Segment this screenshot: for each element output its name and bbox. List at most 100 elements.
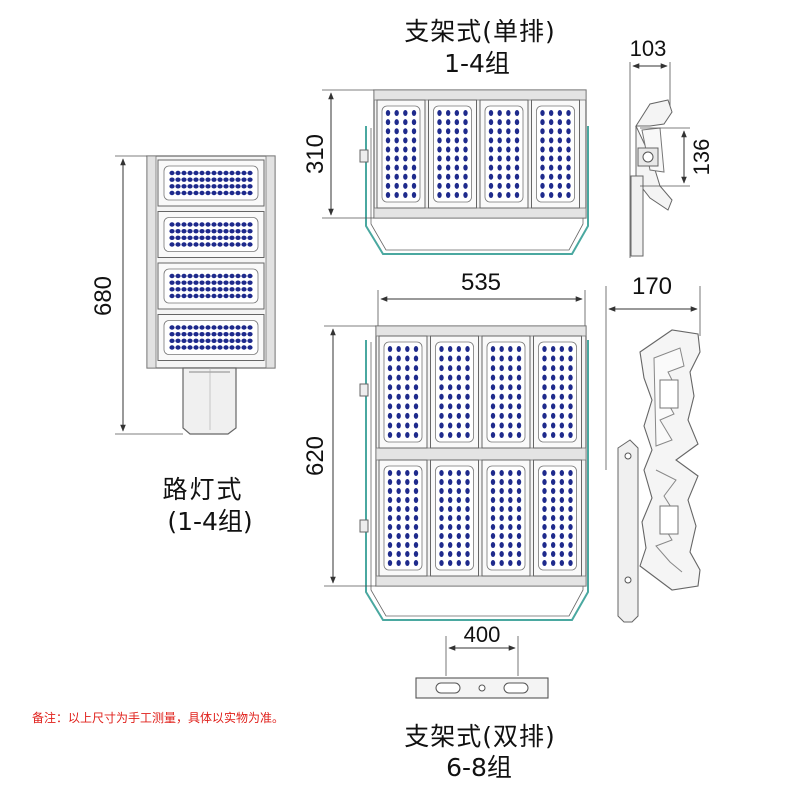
width-label: 535	[461, 269, 501, 296]
note-text: 备注：以上尺寸为手工测量，具体以实物为准。	[32, 710, 284, 725]
led-chip	[559, 488, 565, 494]
led-chip	[439, 551, 444, 557]
led-chip	[465, 365, 470, 372]
led-chip	[385, 137, 391, 144]
led-chip	[488, 119, 494, 126]
led-chip	[241, 338, 247, 344]
led-chip	[506, 155, 511, 162]
led-chip	[490, 374, 496, 381]
led-lens-frame	[486, 341, 526, 443]
led-chip	[169, 293, 175, 299]
led-chip	[187, 222, 193, 227]
led-chip	[181, 228, 187, 234]
single-title-1: 支架式(单排)	[404, 17, 556, 46]
led-chip	[223, 331, 229, 337]
led-chip	[193, 170, 199, 176]
led-chip	[211, 228, 217, 234]
led-chip	[211, 325, 217, 330]
led-chip	[439, 542, 444, 548]
led-chip	[437, 173, 442, 180]
led-chip	[229, 287, 235, 292]
led-chip	[235, 235, 241, 241]
led-chip	[205, 325, 211, 330]
led-chip	[454, 137, 460, 144]
led-chip	[550, 506, 556, 512]
led-chip	[405, 412, 410, 419]
led-chip	[550, 551, 556, 557]
led-chip	[205, 287, 211, 292]
led-chip	[387, 542, 393, 548]
led-chip	[169, 287, 175, 292]
led-chip	[235, 338, 241, 344]
led-chip	[499, 422, 504, 429]
led-chip	[175, 338, 181, 344]
led-lens-frame	[383, 341, 423, 443]
led-chip	[540, 155, 545, 162]
led-chip	[193, 345, 199, 350]
led-chip	[217, 184, 223, 189]
led-chip	[550, 542, 556, 548]
led-chip	[439, 374, 444, 381]
led-chip	[181, 345, 187, 350]
led-chip	[447, 515, 453, 521]
led-chip	[506, 119, 511, 126]
led-chip	[241, 228, 247, 234]
led-chip	[463, 192, 468, 198]
led-chip	[223, 170, 229, 176]
led-chip	[205, 280, 211, 285]
led-chip	[199, 293, 205, 299]
led-chip	[465, 533, 470, 539]
led-chip	[211, 190, 217, 196]
double-title-2: 6-8组	[446, 753, 512, 782]
led-chip	[223, 177, 229, 182]
led-chip	[490, 384, 496, 391]
led-chip	[445, 192, 451, 198]
led-chip	[169, 280, 175, 285]
led-chip	[568, 479, 573, 485]
led-chip	[217, 177, 223, 182]
led-chip	[181, 242, 187, 247]
led-chip	[559, 524, 565, 530]
led-chip	[497, 173, 502, 180]
led-chip	[199, 177, 205, 182]
led-chip	[566, 119, 571, 126]
led-chip	[456, 393, 462, 400]
led-chip	[465, 524, 470, 530]
side-depth-label: 103	[630, 36, 667, 61]
led-chip	[540, 128, 545, 135]
led-chip	[387, 497, 393, 503]
led-chip	[499, 479, 504, 485]
led-chip	[508, 422, 513, 429]
led-chip	[181, 170, 187, 176]
led-chip	[394, 128, 399, 135]
led-chip	[463, 110, 468, 116]
led-chip	[540, 192, 545, 198]
led-chip	[456, 560, 462, 566]
led-chip	[387, 403, 393, 410]
led-chip	[187, 293, 193, 299]
led-chip	[187, 190, 193, 196]
led-chip	[437, 128, 442, 135]
led-chip	[387, 470, 393, 476]
led-chip	[456, 432, 462, 438]
led-chip	[247, 228, 253, 234]
led-chip	[559, 384, 565, 391]
led-chip	[506, 137, 511, 144]
led-chip	[447, 403, 453, 410]
led-chip	[447, 346, 453, 352]
led-chip	[454, 173, 460, 180]
led-chip	[223, 345, 229, 350]
led-chip	[465, 542, 470, 548]
led-chip	[559, 479, 565, 485]
led-chip	[540, 164, 545, 171]
led-chip	[542, 506, 547, 512]
led-chip	[193, 273, 199, 279]
led-chip	[516, 346, 522, 352]
led-chip	[175, 184, 181, 189]
led-chip	[235, 280, 241, 285]
led-chip	[566, 137, 571, 144]
led-chip	[235, 242, 241, 247]
led-chip	[413, 374, 419, 381]
led-chip	[447, 533, 453, 539]
